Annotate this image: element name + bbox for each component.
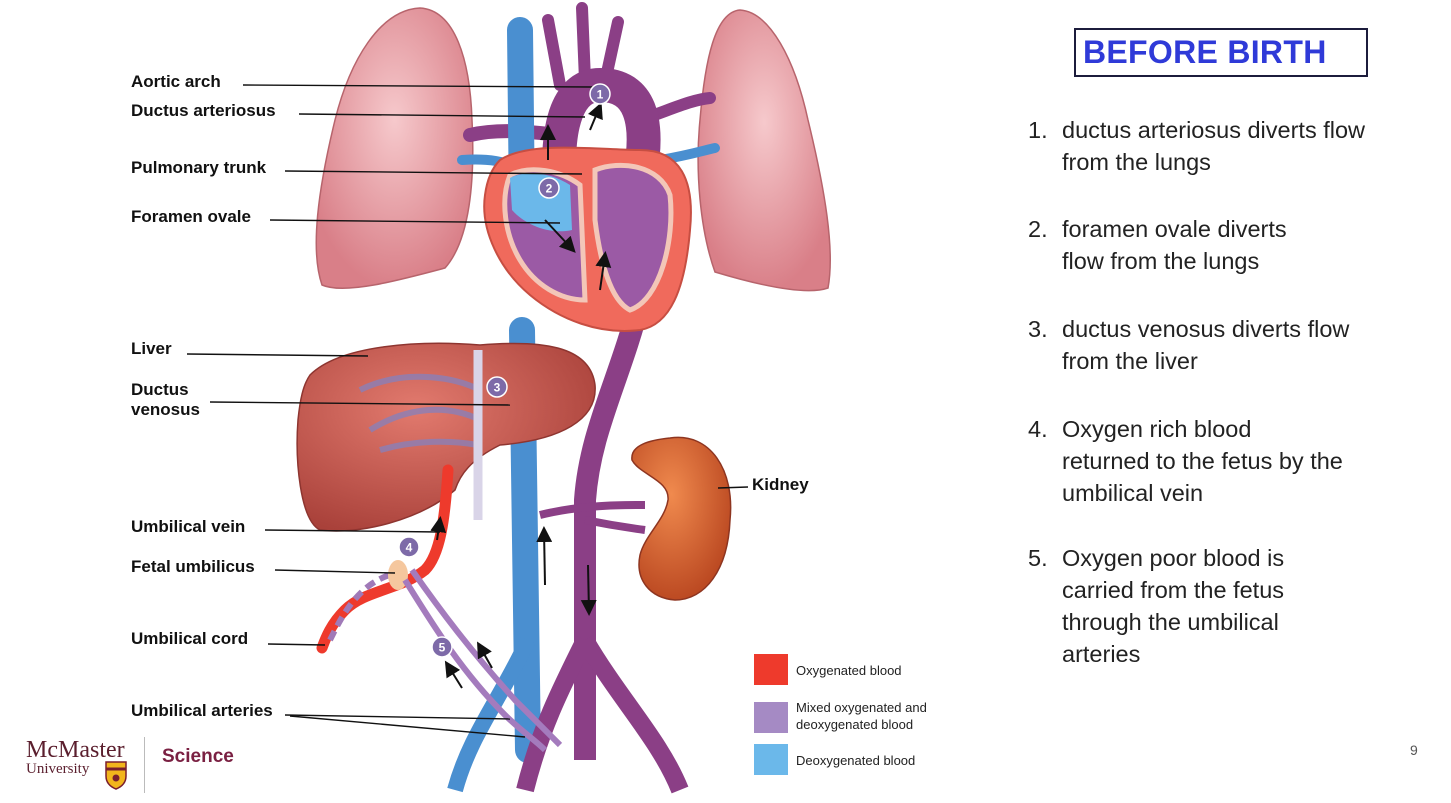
point-item: 3. ductus venosus diverts flow from the … bbox=[1028, 313, 1438, 377]
point-item: 4. Oxygen rich blood returned to the fet… bbox=[1028, 413, 1438, 509]
logo-university: University bbox=[26, 761, 90, 777]
legend-label-oxygenated: Oxygenated blood bbox=[796, 663, 902, 678]
legend-label-mixed-line2: deoxygenated blood bbox=[796, 717, 914, 732]
logo-faculty: Science bbox=[162, 746, 234, 767]
point-text-line: Oxygen rich blood bbox=[1062, 416, 1252, 442]
flow-arrow bbox=[430, 516, 447, 541]
leader-kidney bbox=[717, 486, 749, 489]
label-fetal-umbilicus: Fetal umbilicus bbox=[131, 557, 255, 576]
logo-name: McMaster bbox=[26, 737, 125, 763]
label-ductus-venosus-line2: venosus bbox=[131, 400, 200, 419]
legend-swatch-deoxygenated bbox=[754, 744, 788, 775]
badge-3: 3 bbox=[486, 376, 508, 398]
flow-arrow bbox=[536, 526, 553, 586]
point-text-line: from the liver bbox=[1062, 348, 1198, 374]
right-lung bbox=[697, 9, 832, 292]
point-number: 1. bbox=[1028, 117, 1048, 143]
badge-1: 1 bbox=[589, 83, 611, 105]
page-number: 9 bbox=[1410, 742, 1418, 758]
iliac-arteries bbox=[516, 635, 689, 794]
point-text-line: foramen ovale diverts bbox=[1062, 216, 1287, 242]
legend-label-deoxygenated: Deoxygenated blood bbox=[796, 753, 916, 768]
point-text-line: arteries bbox=[1062, 641, 1141, 667]
badge-5-number: 5 bbox=[439, 641, 446, 655]
point-text-line: ductus venosus diverts flow bbox=[1062, 316, 1350, 342]
kidney bbox=[631, 436, 732, 601]
label-aortic-arch: Aortic arch bbox=[131, 72, 221, 91]
leader-aortic-arch bbox=[242, 84, 594, 88]
liver bbox=[296, 342, 596, 532]
label-umbilical-arteries: Umbilical arteries bbox=[131, 701, 273, 720]
point-text-line: Oxygen poor blood is bbox=[1062, 545, 1285, 571]
badge-1-number: 1 bbox=[597, 88, 604, 102]
label-pulmonary-trunk: Pulmonary trunk bbox=[131, 158, 267, 177]
legend-swatch-mixed bbox=[754, 702, 788, 733]
umbilical-arteries-vessel bbox=[402, 568, 563, 753]
point-text-line: through the umbilical bbox=[1062, 609, 1279, 635]
label-liver: Liver bbox=[131, 339, 172, 358]
crest-icon bbox=[105, 761, 127, 790]
label-ductus-arteriosus: Ductus arteriosus bbox=[131, 101, 276, 120]
point-number: 2. bbox=[1028, 216, 1048, 242]
leader-umbilical-vein bbox=[264, 529, 441, 533]
legend-label-mixed-line1: Mixed oxygenated and bbox=[796, 700, 927, 715]
logo-divider bbox=[144, 737, 145, 793]
label-foramen-ovale: Foramen ovale bbox=[131, 207, 251, 226]
slide-title: BEFORE BIRTH bbox=[1074, 28, 1368, 77]
point-number: 3. bbox=[1028, 316, 1048, 342]
badge-2: 2 bbox=[538, 177, 560, 199]
leader-umbilical-arteries-a bbox=[284, 714, 511, 720]
iliac-veins bbox=[447, 636, 536, 793]
badge-4-number: 4 bbox=[406, 541, 413, 555]
leader-ductus-arteriosus bbox=[298, 113, 586, 118]
label-umbilical-vein: Umbilical vein bbox=[131, 517, 245, 536]
badge-2-number: 2 bbox=[546, 182, 553, 196]
leader-foramen-ovale bbox=[269, 219, 561, 224]
point-text-line: from the lungs bbox=[1062, 149, 1211, 175]
flow-arrow bbox=[588, 102, 603, 131]
badge-3-number: 3 bbox=[494, 381, 501, 395]
point-number: 4. bbox=[1028, 416, 1048, 442]
label-ductus-venosus-line1: Ductus bbox=[131, 380, 189, 399]
point-item: 1. ductus arteriosus diverts flow from t… bbox=[1028, 114, 1438, 178]
label-kidney: Kidney bbox=[752, 475, 809, 494]
fetal-umbilicus-ring bbox=[388, 560, 408, 590]
leader-umbilical-arteries-b bbox=[289, 715, 526, 738]
label-umbilical-cord: Umbilical cord bbox=[131, 629, 248, 648]
leader-fetal-umbilicus bbox=[274, 569, 396, 574]
leader-ductus-venosus bbox=[209, 401, 511, 406]
leader-liver bbox=[186, 353, 369, 357]
point-text-line: carried from the fetus bbox=[1062, 577, 1285, 603]
flow-arrow bbox=[580, 564, 597, 616]
leader-umbilical-cord bbox=[267, 643, 326, 646]
point-number: 5. bbox=[1028, 545, 1048, 571]
legend-swatch-oxygenated bbox=[754, 654, 788, 685]
point-text-line: ductus arteriosus diverts flow bbox=[1062, 117, 1366, 143]
point-text-line: flow from the lungs bbox=[1062, 248, 1260, 274]
renal-vessels bbox=[539, 501, 646, 534]
point-text-line: umbilical vein bbox=[1062, 480, 1204, 506]
point-item: 5. Oxygen poor blood is carried from the… bbox=[1028, 542, 1438, 670]
flow-arrow bbox=[595, 251, 612, 291]
key-points-list: 1. ductus arteriosus diverts flow from t… bbox=[1028, 114, 1438, 670]
badge-4: 4 bbox=[398, 536, 420, 558]
left-lung bbox=[315, 7, 474, 289]
liver-veins bbox=[358, 373, 482, 453]
leader-pulmonary-trunk bbox=[284, 170, 583, 175]
flow-arrow bbox=[544, 219, 576, 253]
point-item: 2. foramen ovale diverts flow from the l… bbox=[1028, 213, 1438, 277]
badge-5: 5 bbox=[431, 636, 453, 658]
flow-arrow bbox=[444, 660, 463, 689]
point-text-line: returned to the fetus by the bbox=[1062, 448, 1343, 474]
flow-arrow bbox=[477, 641, 493, 669]
mcmaster-logo: McMaster University Science bbox=[24, 737, 264, 797]
